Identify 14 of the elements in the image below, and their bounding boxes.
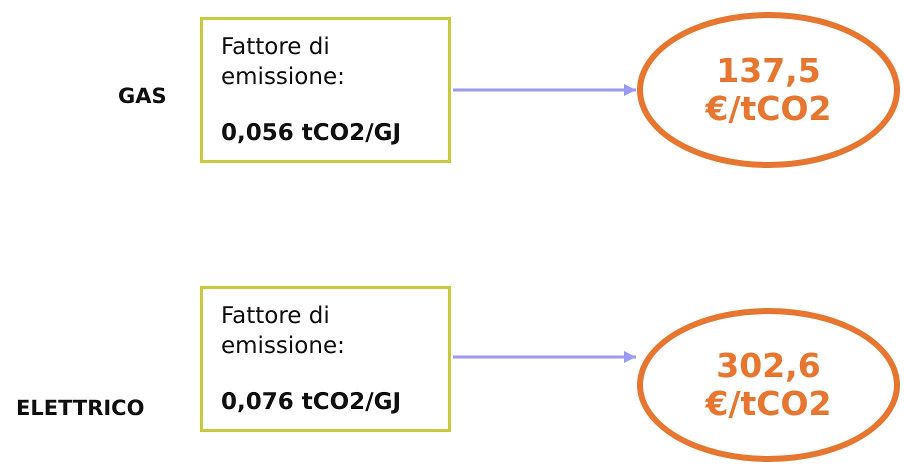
cost-value: 137,5 €/tCO2 xyxy=(704,52,833,128)
factor-box xyxy=(200,17,451,163)
category-label: ELETTRICO xyxy=(16,396,144,420)
factor-label: Fattore di emissione: xyxy=(221,302,346,361)
cost-value: 302,6 €/tCO2 xyxy=(704,347,833,423)
factor-box xyxy=(200,286,451,432)
factor-value: 0,076 tCO2/GJ xyxy=(221,388,402,417)
factor-value: 0,056 tCO2/GJ xyxy=(221,119,402,148)
cost-oval xyxy=(637,308,900,462)
arrow xyxy=(453,84,636,96)
arrow xyxy=(453,351,636,363)
category-label: GAS xyxy=(118,84,167,108)
cost-oval xyxy=(637,12,900,168)
factor-label: Fattore di emissione: xyxy=(221,33,346,92)
